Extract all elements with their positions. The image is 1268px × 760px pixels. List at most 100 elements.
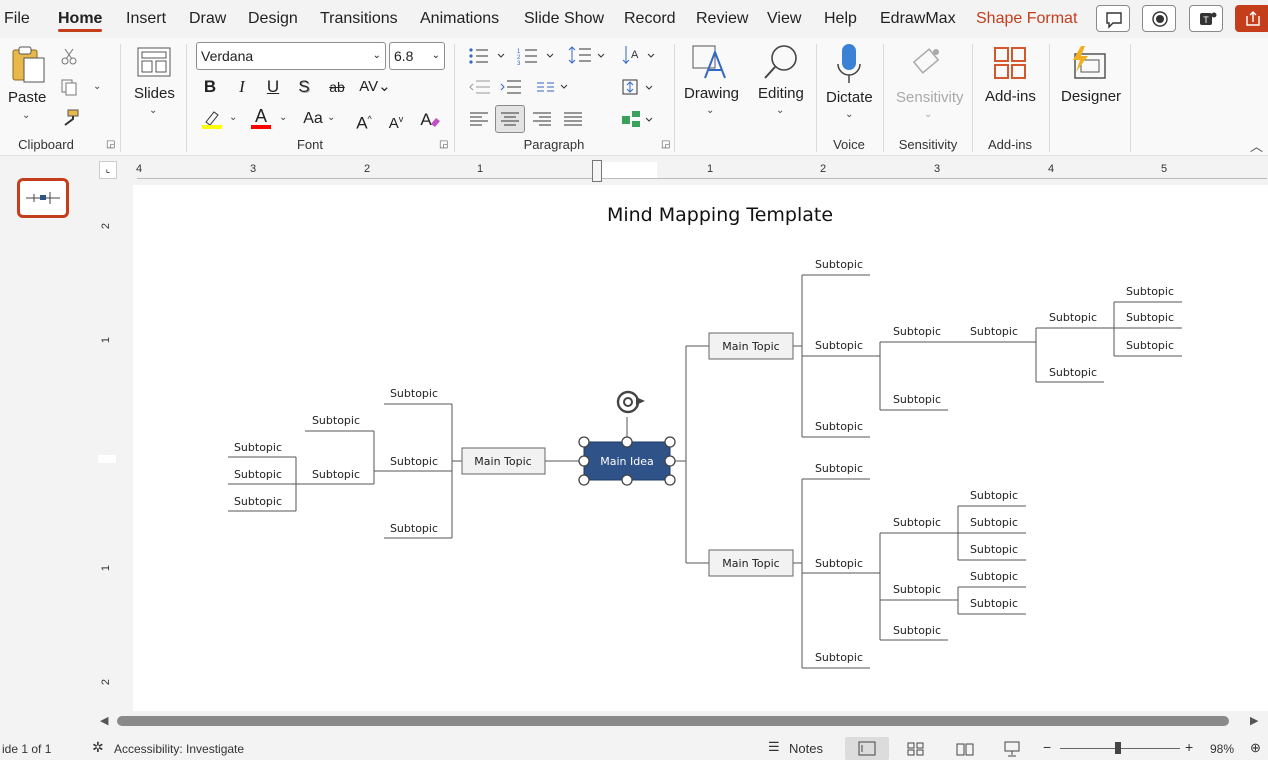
subtopic[interactable]: Subtopic bbox=[893, 624, 941, 637]
notes-button[interactable]: Notes bbox=[789, 741, 823, 756]
font-size-select[interactable]: 6.8⌄ bbox=[389, 42, 445, 70]
dictate-button[interactable]: Dictate bbox=[826, 89, 873, 106]
addins-button[interactable]: Add-ins bbox=[985, 88, 1036, 105]
justify-icon[interactable] bbox=[562, 110, 584, 128]
subtopic[interactable]: Subtopic bbox=[815, 557, 863, 570]
drawing-icon[interactable] bbox=[691, 44, 729, 82]
align-center-button[interactable] bbox=[495, 105, 525, 133]
slideshow-icon[interactable] bbox=[1002, 740, 1022, 758]
subtopic[interactable]: Subtopic bbox=[970, 325, 1018, 338]
editing-button[interactable]: Editing bbox=[758, 85, 804, 102]
subtopic[interactable]: Subtopic bbox=[1049, 311, 1097, 324]
tab-slide-show[interactable]: Slide Show bbox=[524, 10, 605, 27]
paste-button[interactable]: Paste bbox=[8, 89, 47, 106]
paste-icon[interactable] bbox=[10, 44, 48, 86]
indent-marker-icon[interactable] bbox=[592, 160, 602, 182]
designer-button[interactable]: Designer bbox=[1061, 88, 1122, 105]
bullets-icon[interactable] bbox=[468, 46, 512, 66]
font-launcher-icon[interactable]: ◲ bbox=[439, 139, 449, 150]
vertical-ruler[interactable]: 2 1 1 2 bbox=[98, 185, 118, 710]
share-button[interactable] bbox=[1235, 5, 1268, 32]
tab-animations[interactable]: Animations bbox=[420, 10, 500, 27]
line-spacing-icon[interactable] bbox=[568, 44, 612, 66]
copy-dropdown-icon[interactable]: ⌄ bbox=[93, 81, 102, 92]
subtopic[interactable]: Subtopic bbox=[234, 495, 282, 508]
subtopic[interactable]: Subtopic bbox=[390, 522, 438, 535]
addins-icon[interactable] bbox=[993, 46, 1027, 80]
tab-edrawmax[interactable]: EdrawMax bbox=[880, 10, 956, 27]
smartart-icon[interactable] bbox=[620, 108, 660, 130]
scroll-left-icon[interactable]: ◀ bbox=[100, 715, 109, 727]
new-slide-icon[interactable] bbox=[136, 46, 172, 78]
align-left-icon[interactable] bbox=[468, 110, 490, 128]
zoom-in-icon[interactable]: + bbox=[1185, 739, 1194, 755]
notes-icon[interactable]: ☰ bbox=[768, 739, 780, 754]
format-painter-icon[interactable] bbox=[60, 108, 80, 128]
tab-transitions[interactable]: Transitions bbox=[320, 10, 398, 27]
scroll-right-icon[interactable]: ▶ bbox=[1250, 715, 1259, 727]
zoom-out-icon[interactable]: − bbox=[1043, 739, 1052, 755]
font-color-dropdown-icon[interactable]: ⌄ bbox=[279, 112, 288, 123]
tab-insert[interactable]: Insert bbox=[126, 10, 167, 27]
subtopic[interactable]: Subtopic bbox=[815, 420, 863, 433]
tab-home[interactable]: Home bbox=[58, 0, 103, 38]
align-right-icon[interactable] bbox=[531, 110, 553, 128]
highlight-dropdown-icon[interactable]: ⌄ bbox=[229, 112, 238, 123]
subtopic[interactable]: Subtopic bbox=[970, 597, 1018, 610]
clipboard-launcher-icon[interactable]: ◲ bbox=[106, 139, 116, 150]
subtopic[interactable]: Subtopic bbox=[970, 516, 1018, 529]
main-idea-shape[interactable]: Main Idea bbox=[583, 417, 671, 481]
bold-button[interactable]: B bbox=[203, 77, 217, 96]
horizontal-scrollbar[interactable]: ◀ ▶ bbox=[98, 713, 1268, 729]
slides-dropdown-icon[interactable]: ⌄ bbox=[149, 105, 158, 116]
subtopic[interactable]: Subtopic bbox=[815, 651, 863, 664]
accessibility-status[interactable]: Accessibility: Investigate bbox=[114, 742, 245, 756]
subtopic[interactable]: Subtopic bbox=[815, 339, 863, 352]
subtopic[interactable]: Subtopic bbox=[390, 387, 438, 400]
dictate-dropdown-icon[interactable]: ⌄ bbox=[845, 109, 854, 120]
font-color-icon[interactable]: A bbox=[249, 106, 273, 130]
selection-handles[interactable] bbox=[578, 436, 676, 486]
copy-icon[interactable] bbox=[60, 78, 78, 96]
font-family-select[interactable]: Verdana⌄ bbox=[196, 42, 386, 70]
paste-dropdown-icon[interactable]: ⌄ bbox=[22, 110, 31, 121]
editing-icon[interactable] bbox=[762, 42, 802, 82]
subtopic[interactable]: Subtopic bbox=[893, 393, 941, 406]
slide-thumbnail-1[interactable] bbox=[17, 178, 69, 218]
subtopic[interactable]: Subtopic bbox=[970, 489, 1018, 502]
main-topic-left[interactable]: Main Topic bbox=[461, 447, 546, 475]
clear-formatting-icon[interactable]: A bbox=[418, 108, 442, 130]
scrollbar-thumb[interactable] bbox=[117, 716, 1229, 726]
ruler-corner-icon[interactable]: ⌞ bbox=[99, 161, 117, 179]
subtopic[interactable]: Subtopic bbox=[1126, 285, 1174, 298]
zoom-slider-thumb[interactable] bbox=[1115, 742, 1121, 754]
strikethrough-button[interactable]: ab bbox=[329, 79, 345, 95]
subtopic[interactable]: Subtopic bbox=[1049, 366, 1097, 379]
cut-icon[interactable] bbox=[60, 47, 78, 65]
subtopic[interactable]: Subtopic bbox=[312, 468, 360, 481]
rotate-handle-icon[interactable] bbox=[616, 390, 645, 414]
subtopic[interactable]: Subtopic bbox=[815, 258, 863, 271]
designer-icon[interactable] bbox=[1069, 44, 1109, 82]
text-shadow-button[interactable]: S bbox=[298, 77, 310, 96]
align-text-icon[interactable] bbox=[620, 76, 660, 98]
comments-button[interactable] bbox=[1096, 5, 1130, 32]
change-case-button[interactable]: Aa bbox=[303, 110, 323, 127]
drawing-button[interactable]: Drawing bbox=[684, 85, 740, 102]
teams-button[interactable]: T bbox=[1189, 5, 1223, 32]
collapse-ribbon-icon[interactable]: ︿ bbox=[1250, 139, 1264, 154]
subtopic[interactable]: Subtopic bbox=[970, 543, 1018, 556]
change-case-dropdown-icon[interactable]: ⌄ bbox=[327, 112, 336, 123]
main-topic-lower[interactable]: Main Topic bbox=[708, 549, 794, 577]
tab-record[interactable]: Record bbox=[624, 10, 676, 27]
paragraph-launcher-icon[interactable]: ◲ bbox=[661, 139, 671, 150]
reading-view-icon[interactable] bbox=[955, 741, 975, 757]
subtopic[interactable]: Subtopic bbox=[234, 441, 282, 454]
main-topic-upper[interactable]: Main Topic bbox=[708, 332, 794, 360]
tab-review[interactable]: Review bbox=[696, 10, 749, 27]
editing-dropdown-icon[interactable]: ⌄ bbox=[776, 105, 785, 116]
tab-help[interactable]: Help bbox=[824, 10, 857, 27]
columns-icon[interactable] bbox=[535, 78, 575, 96]
slide-canvas[interactable]: Mind Mapping Template Main Topic bbox=[133, 185, 1268, 711]
horizontal-ruler[interactable]: 4 3 2 1 1 2 3 4 5 bbox=[117, 160, 1267, 182]
